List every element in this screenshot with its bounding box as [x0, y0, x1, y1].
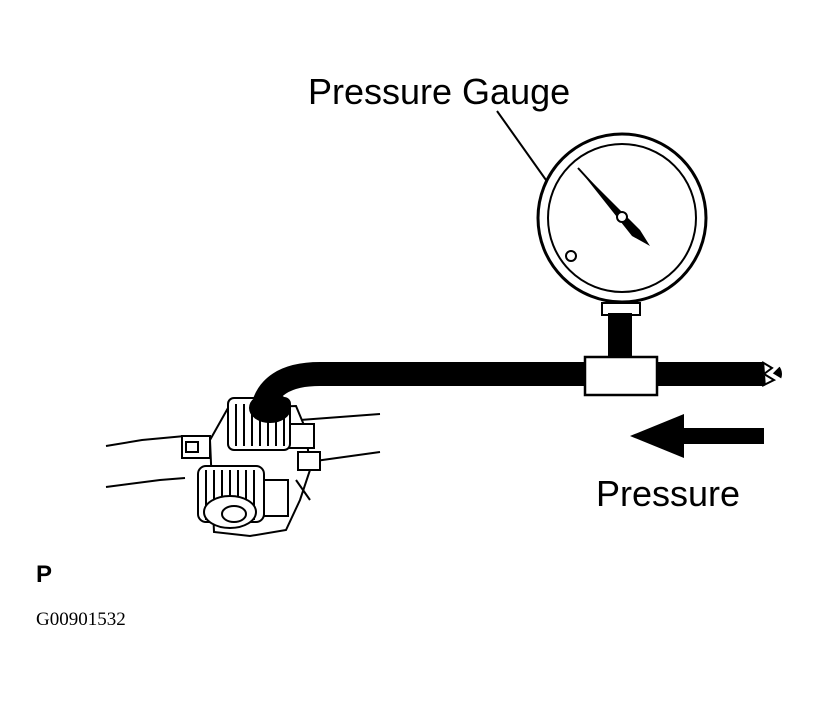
- pump-fitting-assembly: [181, 393, 321, 538]
- figure-code: G00901532: [36, 609, 126, 630]
- pressure-gauge-label: Pressure Gauge: [308, 71, 571, 112]
- test-hose: [250, 357, 784, 424]
- gauge-leader-line: [496, 110, 547, 181]
- gauge-stem: [608, 313, 632, 359]
- gauge-pivot: [616, 211, 628, 223]
- tee-fitting: [583, 355, 659, 397]
- hose-body: [250, 362, 782, 424]
- hose-broken-end: [762, 357, 784, 391]
- arrow-left-icon: [630, 414, 764, 458]
- pressure-gauge: [536, 132, 708, 359]
- pressure-label: Pressure: [596, 473, 741, 514]
- hose-break-edge: [761, 361, 777, 387]
- gauge-needle-tail: [577, 167, 621, 215]
- gauge-screw: [565, 250, 577, 262]
- corner-mark: P: [36, 561, 53, 588]
